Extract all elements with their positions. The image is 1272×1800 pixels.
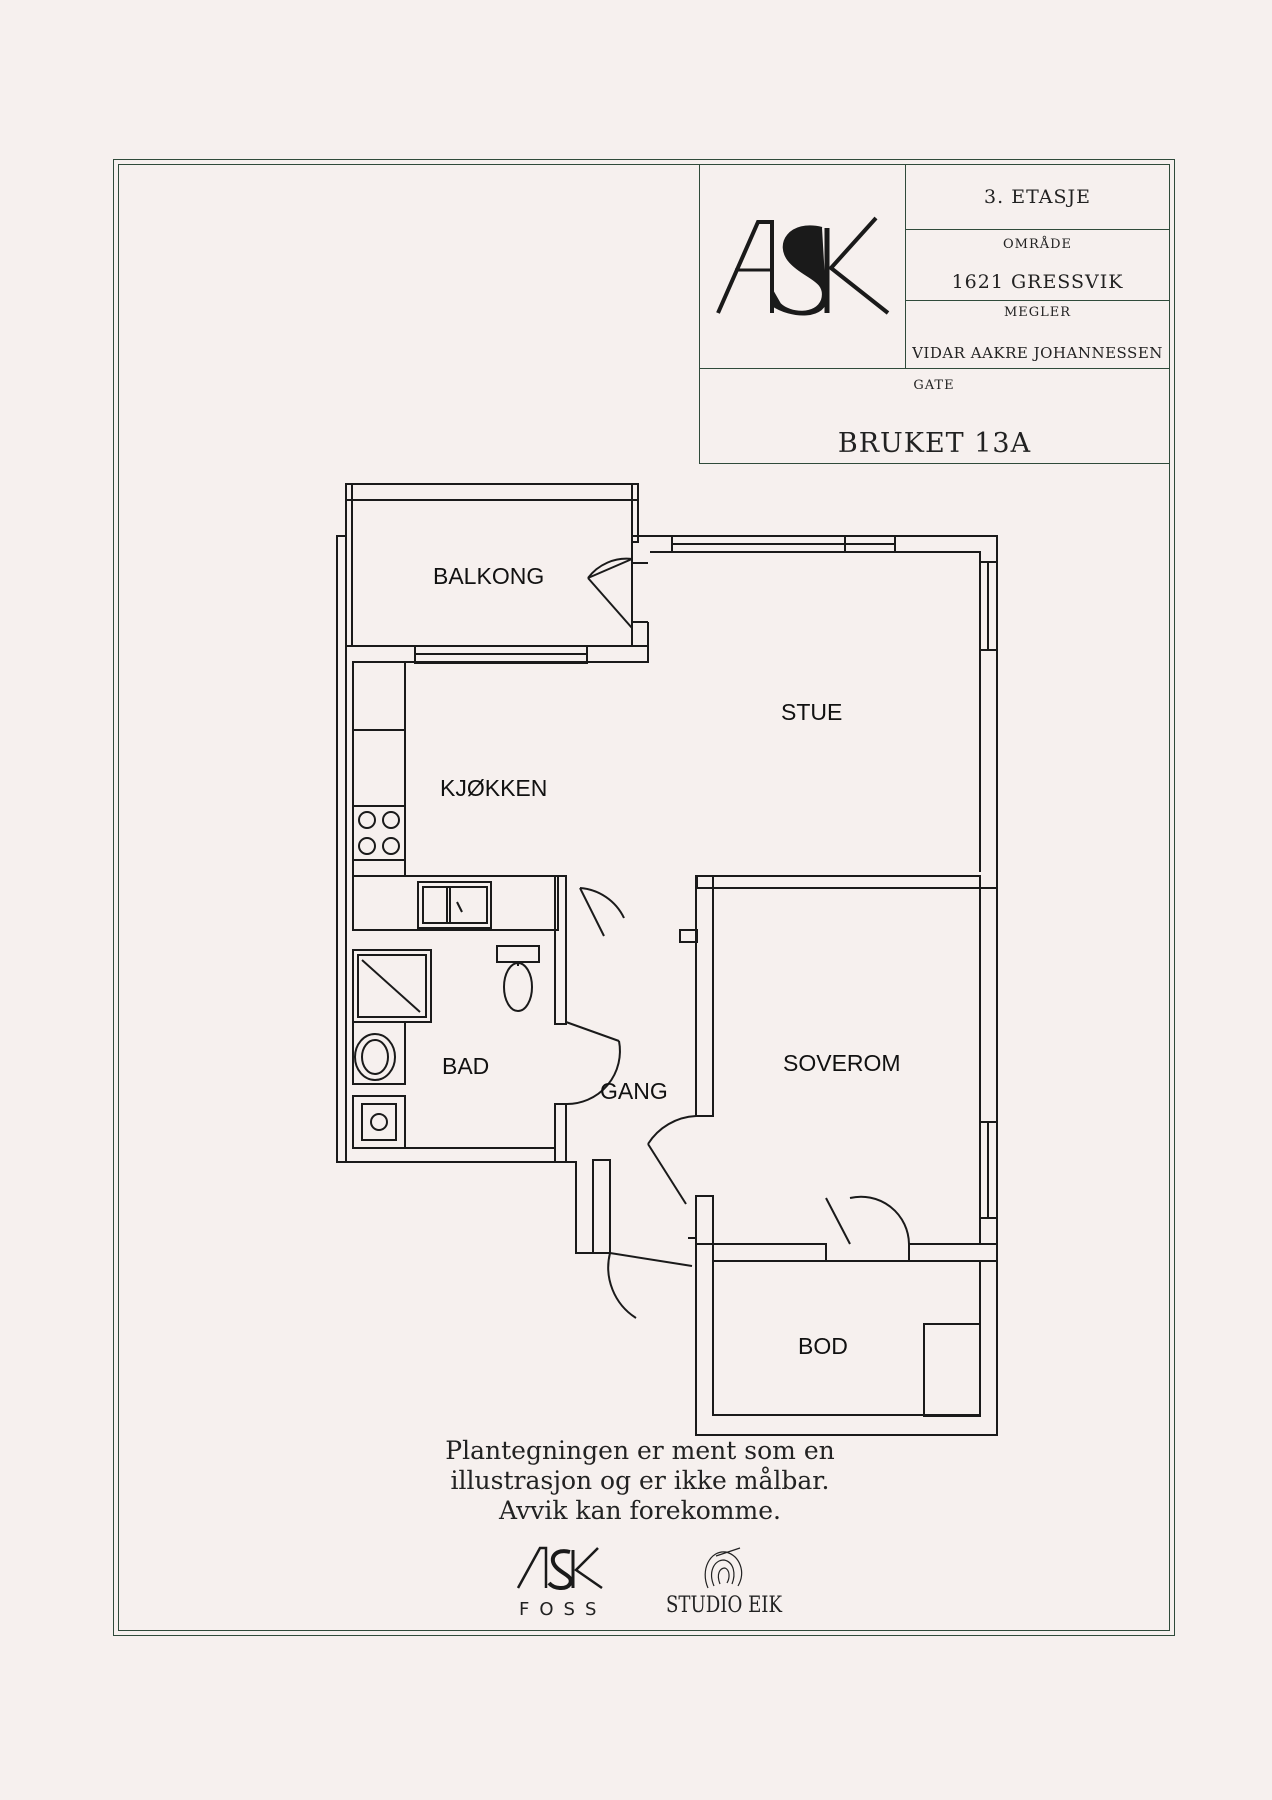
street-label: GATE	[913, 378, 955, 393]
ask-logo-icon	[716, 216, 890, 316]
room-label-gang: GANG	[600, 1078, 668, 1104]
broker-value: VIDAR AAKRE JOHANNESSEN	[912, 344, 1163, 362]
room-label-balkong: BALKONG	[433, 563, 544, 589]
disclaimer-line-2: illustrasjon og er ikke målbar.	[450, 1466, 830, 1495]
ask-foss-subtitle: FOSS	[519, 1599, 606, 1620]
floor-text: 3. ETASJE	[984, 186, 1091, 208]
studio-eik-fingerprint-icon	[704, 1547, 743, 1589]
room-label-bad: BAD	[442, 1053, 489, 1079]
disclaimer-line-1: Plantegningen er ment som en	[445, 1436, 835, 1465]
room-label-bod: BOD	[798, 1333, 848, 1359]
interior-walls	[554, 875, 998, 1417]
inner-frame	[118, 164, 1170, 1631]
area-label: OMRÅDE	[1002, 237, 1073, 252]
interior-doors	[565, 887, 910, 1319]
disclaimer-line-3: Avvik kan forekomme.	[499, 1496, 781, 1525]
kitchen-counter	[352, 661, 559, 931]
room-label-stue: STUE	[781, 699, 842, 725]
room-label-kjokken: KJØKKEN	[440, 775, 547, 801]
title-block-street-cell	[699, 368, 1170, 464]
balcony-door	[587, 557, 633, 629]
outer-frame	[113, 159, 1175, 1636]
street-value: BRUKET 13A	[837, 428, 1032, 459]
disclaimer: Plantegningen er ment som en illustrasjo…	[380, 1436, 900, 1526]
bathroom-fixtures	[352, 945, 555, 1149]
broker-label: MEGLER	[1003, 305, 1072, 320]
area-value: 1621 GRESSVIK	[951, 271, 1124, 293]
room-label-soverom: SOVEROM	[783, 1050, 901, 1076]
exterior-walls	[337, 535, 998, 1436]
ask-foss-logo-icon	[516, 1546, 603, 1590]
studio-eik-logo-text: STUDIO EIK	[666, 1593, 782, 1618]
